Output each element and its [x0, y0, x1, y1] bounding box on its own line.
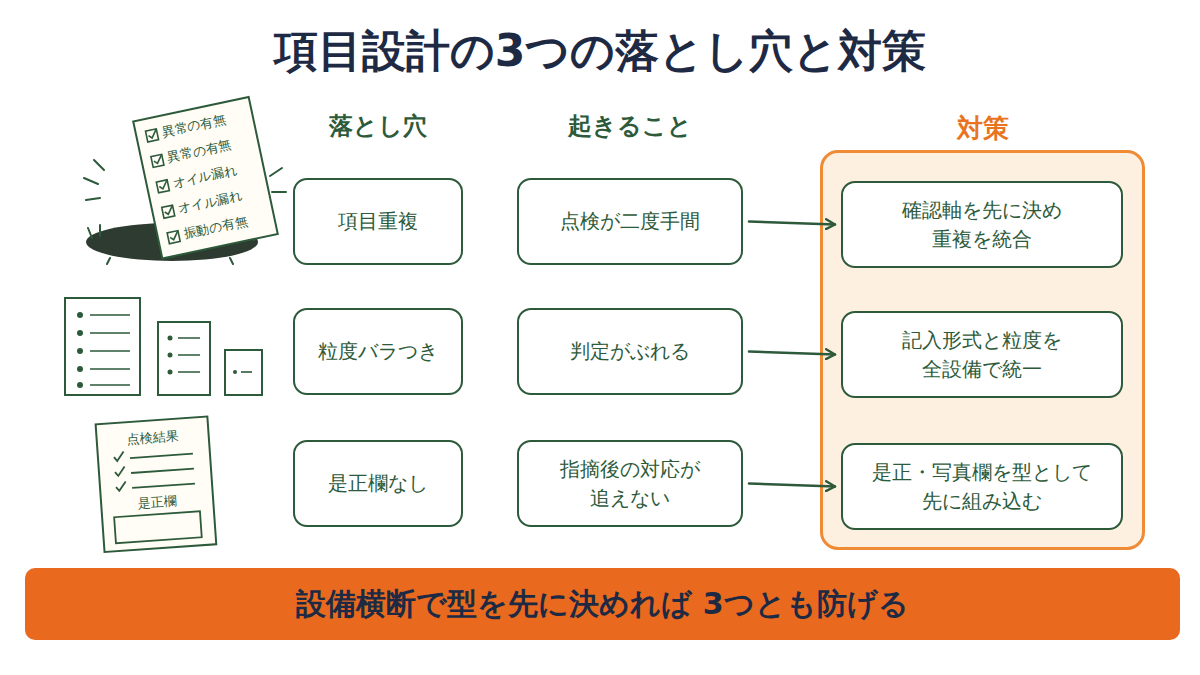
- column-header: 起きること: [517, 110, 743, 142]
- process-box: 記入形式と粒度を 全設備で統一: [841, 311, 1123, 398]
- sheet-text: 是正欄: [101, 489, 214, 515]
- document-lines: [90, 315, 252, 385]
- process-box: 確認軸を先に決め 重複を統合: [841, 181, 1123, 268]
- column-header: 落とし穴: [293, 110, 463, 142]
- node-text: 粒度バラつき: [318, 337, 438, 366]
- sheet-text: 点検結果: [96, 426, 209, 452]
- node-text: 点検が二度手間: [560, 207, 700, 236]
- process-box: 項目重複: [293, 178, 463, 265]
- countermeasure-panel: 対策確認軸を先に決め 重複を統合記入形式と粒度を 全設備で統一是正・写真欄を型と…: [820, 150, 1145, 550]
- node-text: 是正欄なし: [328, 469, 428, 498]
- process-box: 判定がぶれる: [517, 308, 743, 395]
- document-bullets: [77, 312, 237, 388]
- summary-band: 設備横断で型を先に決めれば 3つとも防げる: [25, 568, 1180, 640]
- sheet-text: 異常の有無: [160, 105, 252, 141]
- panel-heading: 対策: [823, 111, 1142, 146]
- node-text: 指摘後の対応が 追えない: [531, 455, 729, 513]
- node-text: 是正・写真欄を型として 先に組み込む: [855, 458, 1109, 516]
- document-stack: [65, 298, 262, 395]
- node-text: 項目重複: [338, 207, 418, 236]
- node-text: 記入形式と粒度を 全設備で統一: [855, 326, 1109, 384]
- sheet-text-area: 点検結果是正欄: [96, 417, 217, 553]
- process-box: 点検が二度手間: [517, 178, 743, 265]
- diagram-title: 項目設計の3つの落とし穴と対策: [0, 22, 1200, 81]
- node-text: 判定がぶれる: [570, 337, 690, 366]
- process-box: 是正・写真欄を型として 先に組み込む: [841, 443, 1123, 530]
- checklist-paper: [133, 97, 278, 258]
- result-sheet: [96, 417, 217, 553]
- process-box: 是正欄なし: [293, 440, 463, 527]
- process-box: 指摘後の対応が 追えない: [517, 440, 743, 527]
- node-text: 確認軸を先に決め 重複を統合: [855, 196, 1109, 254]
- paper-sheet: [133, 97, 278, 258]
- process-box: 粒度バラつき: [293, 308, 463, 395]
- node-text: 設備横断で型を先に決めれば 3つとも防げる: [296, 584, 908, 625]
